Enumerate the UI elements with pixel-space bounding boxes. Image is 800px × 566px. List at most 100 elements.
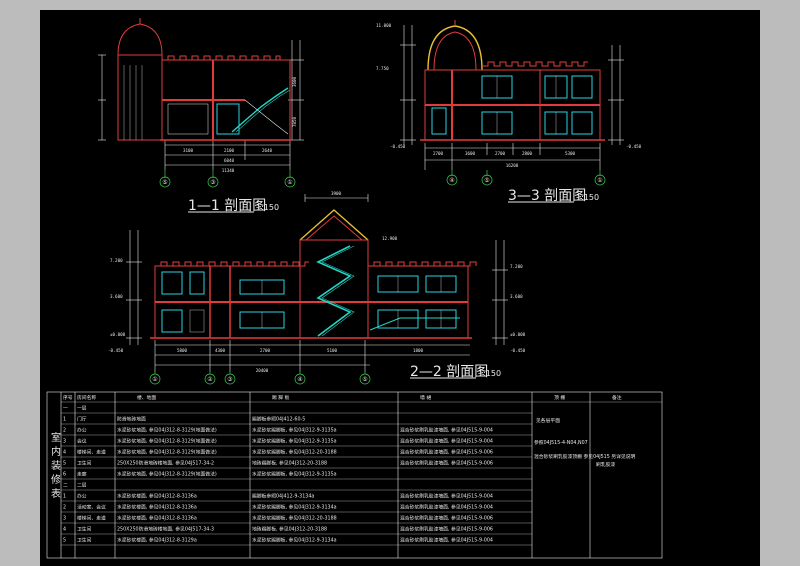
dim-text: 5100	[327, 348, 338, 353]
dim-text: 20400	[256, 368, 269, 373]
table-header-cell: 墙 裙	[420, 394, 431, 401]
table-cell: 水泥砂浆楼面, 参见04J312-8-3136a	[117, 493, 197, 500]
table-cell: 踢脚板参照04J412-60-5	[252, 416, 305, 423]
dim-text: 6040	[224, 158, 235, 163]
table-cell: 5	[63, 461, 66, 467]
axis-label: ⑤	[162, 179, 167, 186]
table-cell: 3	[63, 439, 66, 445]
table-cell: 250X250防滑地砖楼地面, 参见04J517-34-2	[117, 460, 214, 467]
section-title-3-3: 3—3 剖面图	[508, 188, 586, 204]
dim-text: 4300	[215, 348, 226, 353]
table-cell: 水泥砂浆踢脚板, 参见04J312-20-3188	[252, 515, 337, 522]
elev-text: 7.750	[376, 66, 389, 71]
section-scale: 1:150	[478, 369, 501, 378]
axis-label: ②	[207, 376, 213, 383]
table-cell: 混合砂浆刷乳胶漆墙面, 参见04J515-9-006	[400, 526, 493, 533]
table-header-cell: 楼、地面	[137, 394, 156, 401]
axis-label: ④	[297, 376, 302, 383]
axis-label: ①	[152, 376, 157, 383]
dim-text: 5300	[565, 151, 576, 156]
table-cell: 混合砂浆刷乳胶漆墙面, 参见04J515-9-004	[400, 438, 493, 445]
table-cell: 4	[63, 450, 66, 456]
dim-text: 5800	[177, 348, 188, 353]
dim-text: 3900	[331, 191, 342, 196]
table-cell: 混合砂浆刷乳胶漆墙面, 参见04J515-9-006	[400, 460, 493, 467]
table-cell: 地砖踢脚板, 参见04J312-20-3188	[252, 526, 327, 533]
section-1-1: ⑤ ③ ① 3100 2100 2640 6040 11340 3600 785…	[98, 18, 304, 214]
dim-text: 2700	[495, 151, 506, 156]
table-cell: 水泥砂浆楼面, 参见04J312-8-3136a	[117, 504, 197, 511]
dim-text: 1800	[413, 348, 424, 353]
table-cell: 2	[63, 428, 66, 434]
table-cell: 二	[63, 483, 68, 489]
dim-text: 2700	[260, 348, 271, 353]
elev-text: 7.200	[110, 258, 123, 263]
ceiling-ref: 参照04J515-4-N04,N07	[534, 439, 588, 446]
dim-text: 3100	[183, 148, 194, 153]
dim-text: 2640	[262, 148, 273, 153]
table-cell: 混合砂浆刷乳胶漆墙面, 参见04J515-9-004	[400, 427, 493, 434]
dim-text: 3600	[292, 76, 297, 87]
table-cell: 水泥砂浆踢脚板, 参见04J312-9-3135a	[252, 471, 337, 478]
elev-text: ±0.000	[510, 332, 526, 337]
table-header-cell: 房间名称	[77, 394, 96, 401]
table-cell: 一	[63, 407, 68, 412]
elev-text: -0.450	[390, 144, 406, 149]
section-title-2-2: 2—2 剖面图	[410, 364, 488, 380]
section-2-2: ① ② ③ ④ ⑤ 5800 4300 2700 5100 1800 20400…	[108, 191, 526, 385]
table-cell: 250X250防滑地砖楼地面, 参见04J517-34-3	[117, 526, 214, 533]
table-cell: 活动室、会议	[77, 504, 106, 511]
table-cell: 水泥砂浆地面, 参见04J312-8-3129(地面做法)	[117, 427, 217, 434]
table-cell: 办公	[77, 493, 87, 500]
table-cell: 踢脚板参照04J412-9-3134a	[252, 493, 314, 500]
elev-text: -0.450	[626, 144, 642, 149]
table-cell: 走廊	[77, 471, 87, 478]
table-cell: 1	[63, 494, 66, 500]
table-cell: 水泥砂浆地面, 参见04J312-8-3129(地面做法)	[117, 449, 217, 456]
dim-text: 16200	[506, 163, 519, 168]
section-3-3: ④ ⑤ ① 2700 3600 2700 2800 5300 16200 -0.…	[376, 20, 642, 204]
axis-label: ⑤	[362, 376, 367, 383]
elev-text: 7.200	[510, 264, 523, 269]
ceiling-note2: 混合砂浆刷乳胶漆顶棚 参见04J515 另详见说明	[534, 453, 635, 460]
table-cell: 混合砂浆刷乳胶漆墙面, 参见04J515-9-004	[400, 504, 493, 511]
table-header-cell: 序号	[63, 394, 73, 401]
axis-label: ⑤	[484, 177, 489, 184]
table-cell: 水泥砂浆踢脚板, 参见04J312-9-3135a	[252, 438, 337, 445]
table-header-cell: 踢 脚 板	[272, 394, 290, 401]
table-cell: 卫生间	[77, 526, 92, 533]
remark-text: 刷乳胶漆	[596, 461, 615, 468]
table-cell: 水泥砂浆地面, 参见04J312-8-3129(地面做法)	[117, 471, 217, 478]
elev-text: 3.600	[110, 294, 123, 299]
table-cell: 水泥砂浆踢脚板, 参见04J312-9-3135a	[252, 427, 337, 434]
section-scale: 1:150	[576, 193, 599, 202]
axis-label: ③	[210, 179, 215, 186]
table-header-cell: 备注	[612, 394, 622, 401]
table-cell: 水泥砂浆楼面, 参见04J312-8-3129a	[117, 537, 197, 544]
dim-text: 7850	[292, 116, 297, 127]
table-cell: 水泥砂浆踢脚板, 参见04J312-9-3134a	[252, 537, 337, 544]
table-cell: 水泥砂浆踢脚板, 参见04J312-9-3134a	[252, 504, 337, 511]
axis-label: ①	[287, 179, 292, 186]
table-cell: 会议	[77, 438, 87, 445]
table-cell: 6	[63, 472, 66, 478]
table-cell: 二层	[77, 483, 87, 489]
table-cell: 门厅	[77, 416, 87, 423]
elev-text: -0.450	[108, 348, 124, 353]
table-cell: 混合砂浆刷乳胶漆墙面, 参见04J515-9-006	[400, 449, 493, 456]
table-side-label: 室内装修表	[49, 431, 61, 502]
table-cell: 混合砂浆刷乳胶漆墙面, 参见04J515-9-004	[400, 537, 493, 544]
dim-text: 11340	[222, 168, 235, 173]
table-header-cell: 顶 棚	[554, 394, 565, 401]
table-cell: 1	[63, 417, 66, 423]
table-cell: 3	[63, 516, 66, 522]
table-cell: 2	[63, 505, 66, 511]
ceiling-note: 见各层平面	[536, 417, 560, 424]
axis-label: ④	[449, 177, 454, 184]
dim-text: 3600	[465, 151, 476, 156]
table-cell: 混合砂浆刷乳胶漆墙面, 参见04J515-9-004	[400, 493, 493, 500]
dim-text: 2700	[433, 151, 444, 156]
table-cell: 办公	[77, 427, 87, 434]
drawing-sheet	[40, 10, 760, 566]
